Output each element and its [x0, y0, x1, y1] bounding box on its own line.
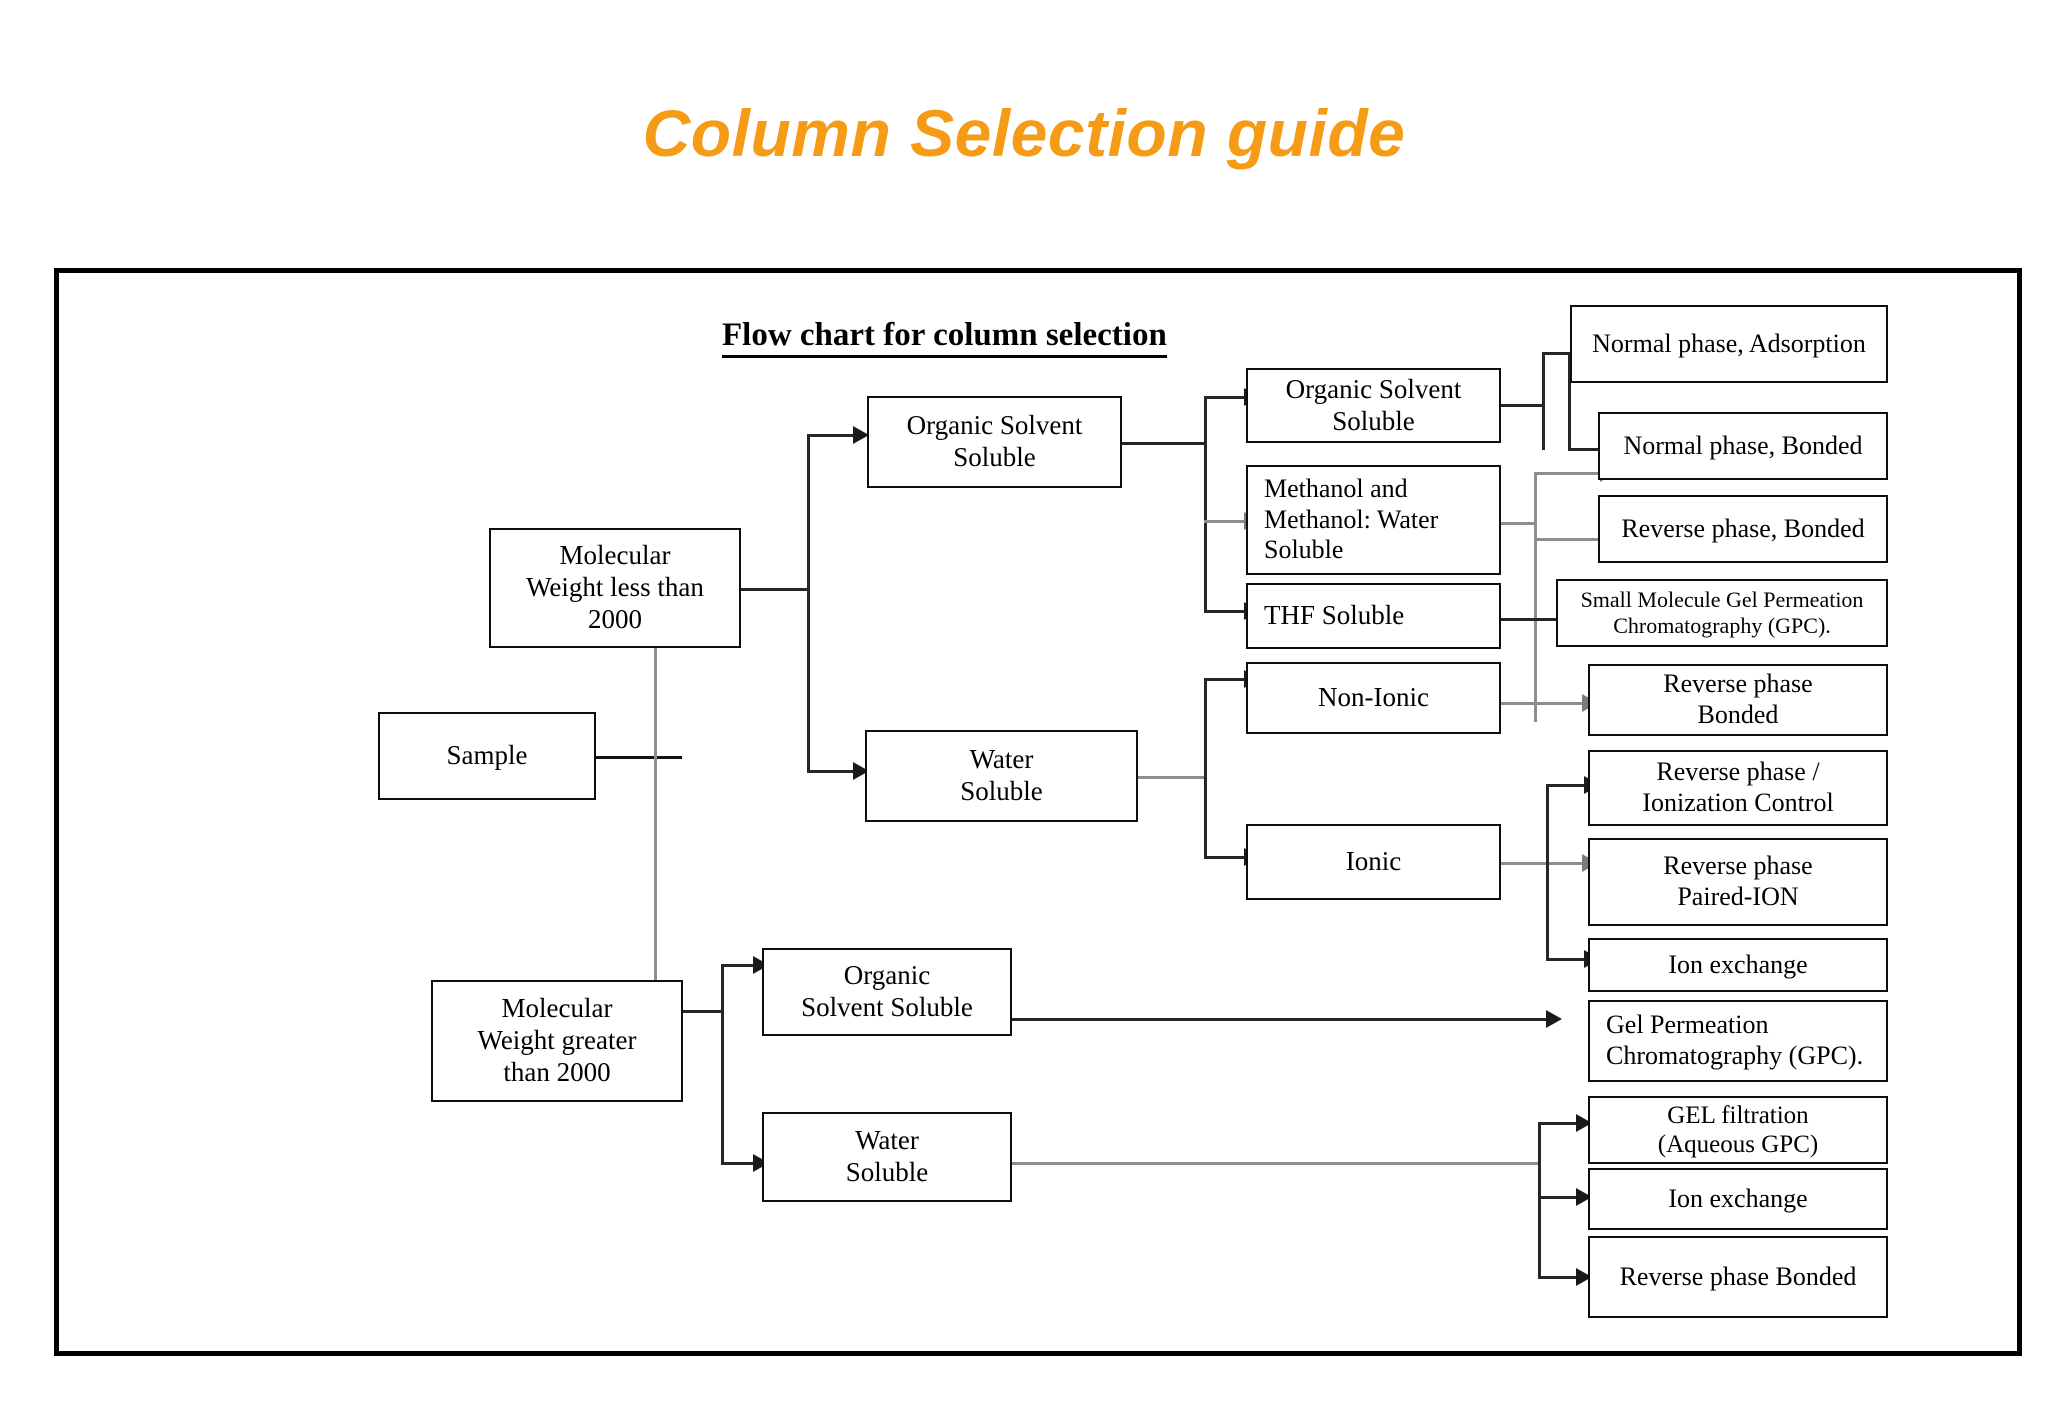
edge-orgbot-arrow: [1546, 1010, 1562, 1028]
edge-ionic-out: [1500, 862, 1588, 865]
node-normal-phase-adsorption[interactable]: Normal phase, Adsorption: [1570, 305, 1888, 383]
node-small-molecule-gpc[interactable]: Small Molecule Gel Permeation Chromatogr…: [1556, 579, 1888, 647]
node-label: Methanol and Methanol: Water Soluble: [1264, 473, 1439, 565]
node-water-soluble-top[interactable]: Water Soluble: [865, 730, 1138, 822]
edge-mwless-to-org-arrow: [853, 426, 869, 444]
node-organic-solvent-soluble-bottom[interactable]: Organic Solvent Soluble: [762, 948, 1012, 1036]
node-reverse-phase-bonded-3[interactable]: Reverse phase Bonded: [1588, 1236, 1888, 1318]
node-label: Molecular Weight less than 2000: [526, 540, 704, 634]
edge-waterbot-to-gel: [1538, 1122, 1582, 1125]
node-reverse-phase-paired-ion[interactable]: Reverse phase Paired-ION: [1588, 838, 1888, 926]
node-label: Reverse phase Bonded: [1619, 1261, 1857, 1291]
edge-water2-to-nonionic: [1204, 678, 1246, 681]
node-label: Ion exchange: [1668, 1183, 1808, 1213]
node-label: Ion exchange: [1668, 949, 1808, 979]
edge-methanol-split: [1534, 472, 1537, 722]
edge-methanol-out: [1500, 522, 1536, 525]
node-organic-solvent-soluble-col3[interactable]: Organic Solvent Soluble: [1246, 368, 1501, 443]
edge-ionic-split: [1546, 784, 1549, 960]
node-ion-exchange-1[interactable]: Ion exchange: [1588, 938, 1888, 992]
node-label: Reverse phase Paired-ION: [1663, 851, 1813, 911]
edge-thf-out: [1500, 618, 1564, 621]
edge-methanol-to-npbond: [1534, 472, 1604, 475]
edge-waterbot-split: [1538, 1122, 1541, 1278]
edge-mw-spine: [654, 612, 657, 990]
edge-org2-to-orgsol3: [1204, 396, 1246, 399]
node-label: Organic Solvent Soluble: [801, 960, 973, 1022]
edge-mwless-to-water: [807, 770, 855, 773]
edge-nonionic-out: [1500, 702, 1588, 705]
edge-mwless-out: [741, 588, 809, 591]
node-label: Organic Solvent Soluble: [906, 410, 1083, 472]
edge-orgsol3-to-npbond: [1568, 448, 1604, 451]
node-ion-exchange-2[interactable]: Ion exchange: [1588, 1168, 1888, 1230]
edge-orgbot-out: [1012, 1018, 1552, 1021]
node-label: Water Soluble: [845, 1125, 929, 1187]
edge-orgsol3-to-npads: [1542, 352, 1570, 355]
node-label: Non-Ionic: [1318, 682, 1429, 713]
edge-mwless-to-org: [807, 434, 855, 437]
edge-water2-split: [1204, 678, 1207, 858]
node-label: Organic Solvent Soluble: [1285, 373, 1462, 436]
edge-sample-stub: [596, 756, 682, 759]
node-gel-filtration-aqueous-gpc[interactable]: GEL filtration (Aqueous GPC): [1588, 1096, 1888, 1164]
edge-ionic-to-ionexch: [1546, 958, 1590, 961]
edge-mwgreater-out: [683, 1010, 723, 1013]
node-reverse-phase-ionization-control[interactable]: Reverse phase / Ionization Control: [1588, 750, 1888, 826]
node-ionic[interactable]: Ionic: [1246, 824, 1501, 900]
node-sample[interactable]: Sample: [378, 712, 596, 800]
node-non-ionic[interactable]: Non-Ionic: [1246, 662, 1501, 734]
edge-mwgreater-split: [721, 964, 724, 1164]
node-molecular-weight-greater[interactable]: Molecular Weight greater than 2000: [431, 980, 683, 1102]
edge-water2-to-ionic: [1204, 856, 1246, 859]
node-gel-permeation-chromatography[interactable]: Gel Permeation Chromatography (GPC).: [1588, 1000, 1888, 1082]
edge-orgsol3-split: [1542, 352, 1545, 450]
node-label: Reverse phase Bonded: [1663, 669, 1813, 729]
node-reverse-phase-bonded-2[interactable]: Reverse phase Bonded: [1588, 664, 1888, 736]
node-label: Molecular Weight greater than 2000: [477, 993, 637, 1087]
node-label: Reverse phase / Ionization Control: [1642, 757, 1834, 817]
edge-water2-out: [1138, 776, 1206, 779]
node-label: THF Soluble: [1264, 600, 1405, 631]
node-methanol-water-soluble[interactable]: Methanol and Methanol: Water Soluble: [1246, 465, 1501, 575]
edge-org2-to-methanol: [1204, 520, 1246, 523]
edge-orgsol3-riser: [1568, 352, 1571, 450]
edge-org2-split: [1204, 396, 1207, 612]
node-reverse-phase-bonded-1[interactable]: Reverse phase, Bonded: [1598, 495, 1888, 563]
node-organic-solvent-soluble-top[interactable]: Organic Solvent Soluble: [867, 396, 1122, 488]
edge-methanol-to-rpbond: [1534, 538, 1604, 541]
node-label: Sample: [446, 740, 528, 771]
node-label: Water Soluble: [960, 744, 1043, 806]
node-label: Normal phase, Adsorption: [1592, 328, 1866, 358]
node-label: Reverse phase, Bonded: [1621, 513, 1865, 543]
node-normal-phase-bonded[interactable]: Normal phase, Bonded: [1598, 412, 1888, 480]
edge-waterbot-to-ionexch: [1538, 1196, 1582, 1199]
edge-ionic-to-ionization: [1546, 784, 1590, 787]
node-label: Small Molecule Gel Permeation Chromatogr…: [1580, 587, 1864, 638]
edge-mwgreater-to-org: [721, 964, 755, 967]
node-label: Gel Permeation Chromatography (GPC).: [1606, 1010, 1864, 1070]
flowchart-heading: Flow chart for column selection: [722, 318, 1167, 358]
page-title: Column Selection guide: [642, 96, 1406, 170]
node-label: Ionic: [1345, 846, 1402, 877]
edge-org2-to-thf: [1204, 610, 1246, 613]
node-molecular-weight-less[interactable]: Molecular Weight less than 2000: [489, 528, 741, 648]
node-water-soluble-bottom[interactable]: Water Soluble: [762, 1112, 1012, 1202]
node-label: Normal phase, Bonded: [1623, 430, 1863, 460]
edge-org2-out: [1122, 442, 1206, 445]
edge-mwgreater-to-water: [721, 1162, 755, 1165]
edge-waterbot-out: [1012, 1162, 1540, 1165]
node-label: GEL filtration (Aqueous GPC): [1657, 1101, 1819, 1159]
node-thf-soluble[interactable]: THF Soluble: [1246, 583, 1501, 649]
edge-waterbot-to-rp: [1538, 1276, 1582, 1279]
edge-orgsol3-out: [1500, 404, 1544, 407]
edge-mwless-split: [807, 434, 810, 772]
